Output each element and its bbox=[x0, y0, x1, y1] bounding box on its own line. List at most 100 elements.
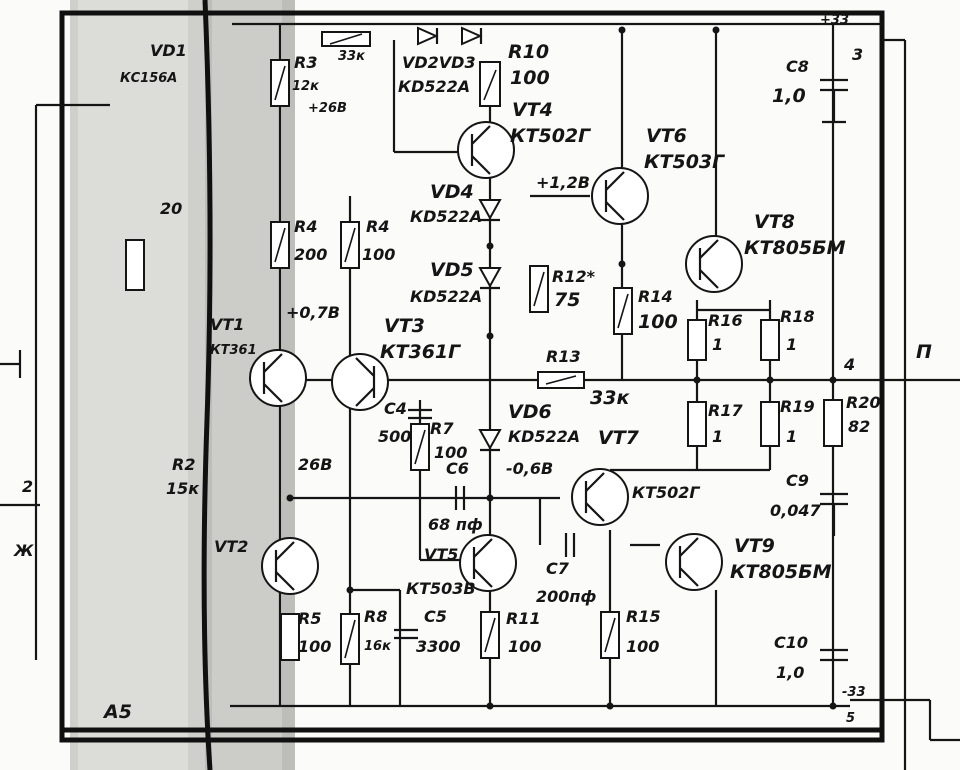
label-voltage-left: 26В bbox=[298, 455, 332, 474]
label-r5-value: 100 bbox=[298, 637, 331, 656]
label-r15-value: 100 bbox=[626, 637, 659, 656]
label-c4-ref: C4 bbox=[384, 399, 407, 418]
label-vt1-type: КТ361 bbox=[210, 343, 257, 358]
label-r4-upper-ref: R4 bbox=[294, 217, 317, 236]
transistor-vt3 bbox=[331, 353, 389, 411]
junction-dots bbox=[286, 26, 837, 710]
label-c5-ref: C5 bbox=[424, 607, 447, 626]
label-r4-lower-value: 100 bbox=[434, 443, 467, 462]
capacitor-c6 bbox=[454, 486, 466, 510]
label-vt3-type: КТ361Г bbox=[380, 341, 461, 363]
label-r15-ref: R15 bbox=[626, 607, 661, 626]
label-r16-ref: R16 bbox=[708, 311, 743, 330]
resistor-r3 bbox=[270, 59, 290, 107]
label-c6-value: 68 пф bbox=[428, 515, 483, 534]
label-vt9-type: КТ805БМ bbox=[730, 561, 832, 583]
label-c5-value: 3300 bbox=[416, 637, 461, 656]
resistor-r16 bbox=[687, 319, 707, 361]
label-r1-value: 20 bbox=[160, 199, 182, 218]
label-vt8-type: КТ805БМ bbox=[744, 237, 846, 259]
resistor-r10 bbox=[479, 61, 501, 107]
label-voltage-r3: +26В bbox=[308, 101, 347, 116]
board-outline bbox=[59, 10, 885, 743]
transistor-vt8 bbox=[685, 235, 743, 293]
transistor-vt7 bbox=[571, 468, 629, 526]
resistor-r12 bbox=[529, 265, 549, 313]
label-terminal-bottom: -33 bbox=[842, 685, 866, 700]
label-r11-ref: R11 bbox=[506, 609, 541, 628]
diode-vd5 bbox=[478, 267, 502, 290]
label-left-pin: 2 bbox=[22, 477, 33, 496]
label-vt6-ref: VT6 bbox=[646, 125, 687, 147]
resistor-r14 bbox=[613, 287, 633, 335]
label-vt4-type: КТ502Г bbox=[510, 125, 591, 147]
label-r5-ref: R5 bbox=[298, 609, 321, 628]
capacitor-c9 bbox=[820, 492, 848, 536]
label-c8-value: 1,0 bbox=[772, 85, 806, 107]
label-r12-ref: R12* bbox=[552, 267, 596, 286]
label-r13-ref: R13 bbox=[546, 347, 581, 366]
capacitor-c7 bbox=[564, 533, 576, 557]
label-r17-ref: R17 bbox=[708, 401, 743, 420]
label-r8-value: 16к bbox=[364, 639, 392, 654]
resistor-r19 bbox=[760, 401, 780, 447]
resistor-r4-lower bbox=[410, 423, 430, 471]
label-vt8-ref: VT8 bbox=[754, 211, 795, 233]
transistor-vt4 bbox=[457, 121, 515, 179]
capacitor-c4 bbox=[408, 408, 432, 420]
label-r7-value: 100 bbox=[362, 245, 395, 264]
resistor-r20 bbox=[823, 399, 843, 447]
label-r18-value: 1 bbox=[786, 335, 797, 354]
label-r4-upper-value: 200 bbox=[294, 245, 327, 264]
label-voltage-vd6: -0,6В bbox=[506, 459, 553, 478]
label-vt1-ref: VT1 bbox=[210, 315, 244, 334]
capacitor-c10 bbox=[820, 648, 848, 662]
resistor-r18 bbox=[760, 319, 780, 361]
label-c10-ref: C10 bbox=[774, 633, 808, 652]
diode-vd3 bbox=[461, 26, 483, 46]
label-terminal-out: 4 bbox=[843, 355, 855, 374]
transistor-vt2 bbox=[261, 537, 319, 595]
resistor-r15 bbox=[600, 611, 620, 659]
resistor-r8 bbox=[340, 613, 360, 665]
label-r2-ref: R2 bbox=[172, 455, 195, 474]
label-r12-value: 75 bbox=[554, 289, 580, 311]
label-c7-value: 200пф bbox=[536, 587, 596, 606]
paper-fold-line bbox=[201, 0, 213, 770]
label-r13-value: 33к bbox=[590, 387, 630, 409]
resistor-r5 bbox=[280, 613, 300, 661]
label-r14-ref: R14 bbox=[638, 287, 673, 306]
transistor-vt9 bbox=[665, 533, 723, 591]
resistor-r1 bbox=[125, 239, 145, 291]
label-vd6-ref: VD6 bbox=[508, 401, 552, 423]
label-r2-value: 15к bbox=[166, 479, 200, 498]
diode-vd6 bbox=[478, 429, 502, 452]
label-r6-value: 33к bbox=[338, 49, 366, 64]
label-voltage-vt4-emitter: +1,2В bbox=[536, 173, 590, 192]
label-vd4-type: КD522A bbox=[410, 207, 482, 226]
label-vd4-ref: VD4 bbox=[430, 181, 474, 203]
label-vd1-type: КС156А bbox=[120, 71, 177, 86]
label-vt3-ref: VT3 bbox=[384, 315, 425, 337]
transistor-vt5 bbox=[459, 534, 517, 592]
label-c7-ref: C7 bbox=[546, 559, 570, 578]
label-r4-lower-ref: R7 bbox=[430, 419, 454, 438]
label-c4-value: 500 bbox=[378, 427, 411, 446]
label-r10-value: 100 bbox=[510, 67, 550, 89]
label-r14-value: 100 bbox=[638, 311, 678, 333]
label-c10-value: 1,0 bbox=[776, 663, 804, 682]
label-vt2-ref: VT2 bbox=[214, 537, 248, 556]
label-terminal-top: +33 bbox=[820, 13, 849, 28]
label-vd6-type: КD522A bbox=[508, 427, 580, 446]
label-r19-value: 1 bbox=[786, 427, 797, 446]
label-voltage-vt1: +0,7В bbox=[286, 303, 340, 322]
label-vt6-type: КТ503Г bbox=[644, 151, 725, 173]
diode-vd4 bbox=[478, 199, 502, 222]
transistor-vt6 bbox=[591, 167, 649, 225]
resistor-r4-upper bbox=[270, 221, 290, 269]
label-c6-ref: C6 bbox=[446, 459, 469, 478]
label-vt5-ref: VT5 bbox=[424, 545, 458, 564]
label-r10-ref: R10 bbox=[508, 41, 549, 63]
resistor-r11 bbox=[480, 611, 500, 659]
